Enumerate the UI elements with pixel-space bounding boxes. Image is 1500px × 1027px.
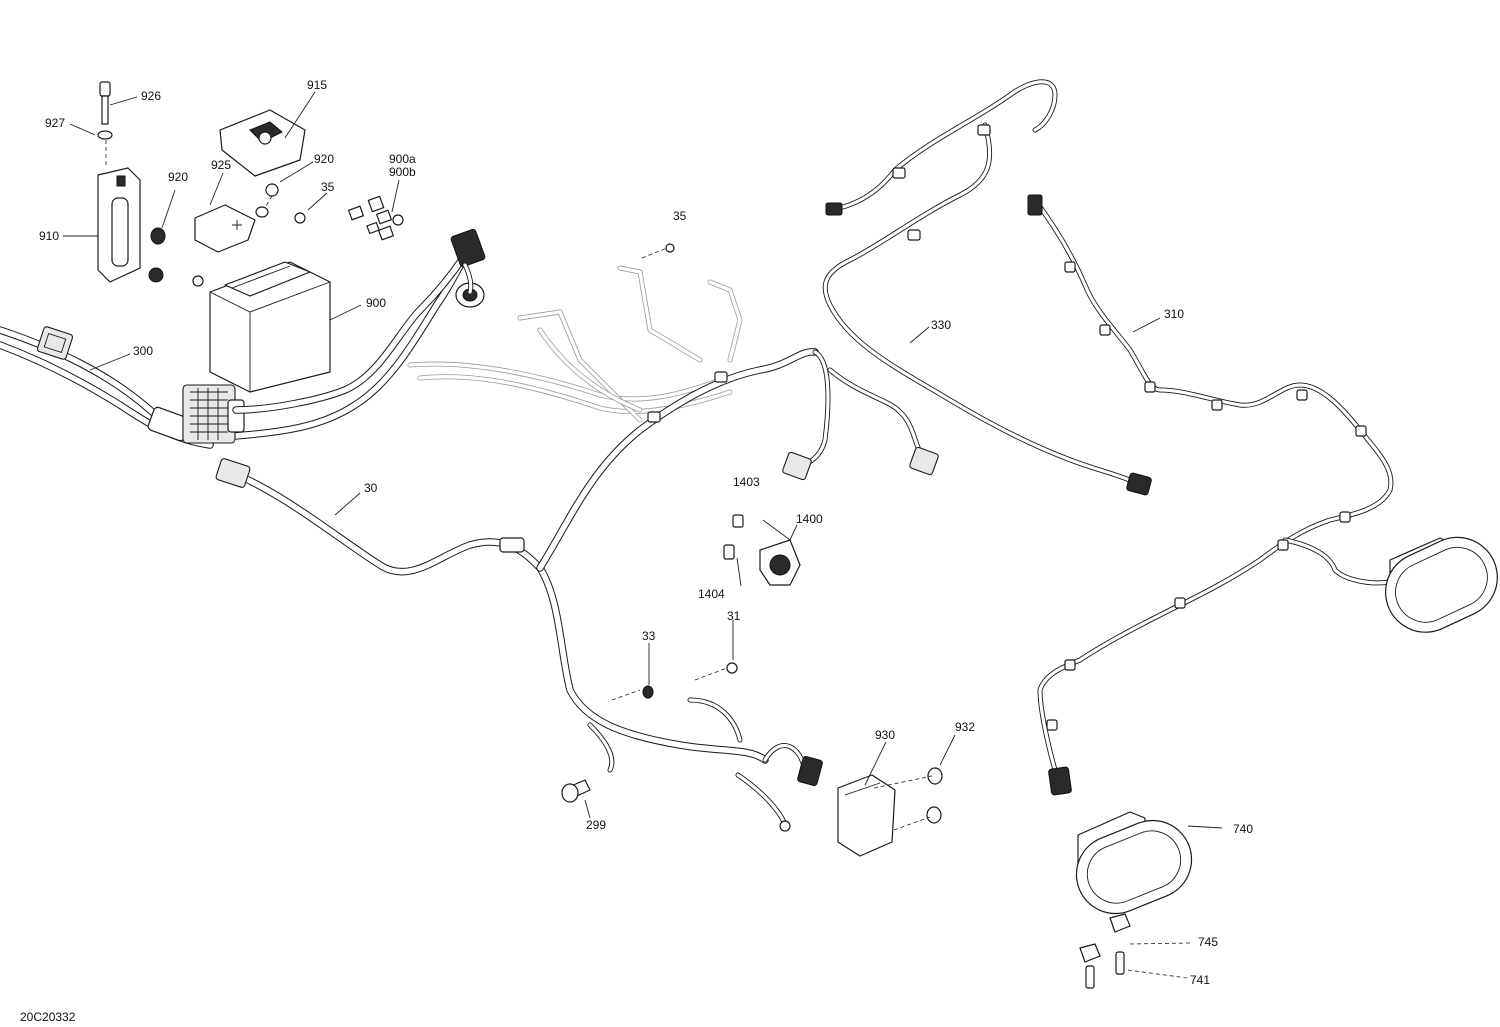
harness-330 <box>822 79 1152 496</box>
hardware-bolts-nuts <box>97 81 675 287</box>
module-930 <box>837 767 943 857</box>
tail-light-740 <box>1075 811 1193 989</box>
callout-900a: 900a <box>389 152 416 166</box>
callout-330: 330 <box>931 318 951 332</box>
battery-harness <box>232 228 486 414</box>
callout-920-upper: 920 <box>314 152 334 166</box>
callout-741: 741 <box>1190 973 1210 987</box>
battery-cover-925 <box>194 204 256 253</box>
callout-299: 299 <box>586 818 606 832</box>
vehicle-frame-outline <box>407 265 743 423</box>
callout-31: 31 <box>727 609 741 623</box>
callout-300: 300 <box>133 344 153 358</box>
callout-745: 745 <box>1198 935 1218 949</box>
small-parts-center <box>561 662 738 803</box>
ecu-connector <box>182 384 245 444</box>
callout-30: 30 <box>364 481 378 495</box>
callout-310: 310 <box>1164 307 1184 321</box>
battery-strap-910 <box>97 167 141 283</box>
terminal-cover-915 <box>219 109 306 177</box>
callout-740: 740 <box>1233 822 1253 836</box>
callout-labels: 926 927 915 920 920 925 900a 900b 35 35 … <box>20 78 1253 1024</box>
callout-33: 33 <box>642 629 656 643</box>
leader-lines <box>63 91 1223 979</box>
callout-900b: 900b <box>389 165 416 179</box>
callout-1400: 1400 <box>796 512 823 526</box>
callout-900: 900 <box>366 296 386 310</box>
callout-925: 925 <box>211 158 231 172</box>
harness-30 <box>215 348 939 832</box>
harness-310 <box>1027 194 1394 796</box>
callout-926: 926 <box>141 89 161 103</box>
callout-930: 930 <box>875 728 895 742</box>
figure-code: 20C20332 <box>20 1010 76 1024</box>
tail-light-upper <box>1384 536 1498 633</box>
battery-900 <box>209 261 331 393</box>
callout-915: 915 <box>307 78 327 92</box>
main-harness-300 <box>0 244 474 449</box>
callout-920-lower: 920 <box>168 170 188 184</box>
callout-1404: 1404 <box>698 587 725 601</box>
sensor-1400 <box>723 514 801 586</box>
callout-910: 910 <box>39 229 59 243</box>
callout-1403: 1403 <box>733 475 760 489</box>
callout-35-left: 35 <box>321 180 335 194</box>
callout-927: 927 <box>45 116 65 130</box>
callout-35-center: 35 <box>673 209 687 223</box>
callout-932: 932 <box>955 720 975 734</box>
